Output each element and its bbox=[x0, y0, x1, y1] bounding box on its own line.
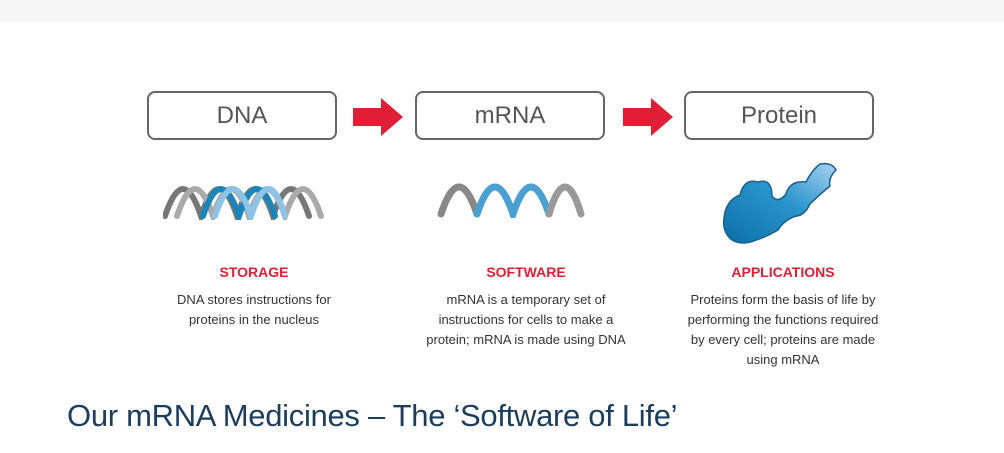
software-description: mRNA is a temporary set of instructions … bbox=[426, 292, 626, 347]
storage-description: DNA stores instructions for proteins in … bbox=[177, 292, 331, 327]
dna-helix-icon bbox=[163, 186, 324, 220]
protein-icon bbox=[722, 162, 837, 244]
protein-box: Protein bbox=[684, 91, 874, 140]
arrow-right-icon bbox=[623, 98, 673, 136]
mrna-strand-icon bbox=[437, 183, 585, 218]
mrna-box: mRNA bbox=[415, 91, 605, 140]
top-bar bbox=[0, 0, 1004, 22]
page-title: Our mRNA Medicines – The ‘Software of Li… bbox=[67, 398, 678, 433]
software-heading: SOFTWARE bbox=[486, 264, 566, 280]
dna-box: DNA bbox=[147, 91, 337, 140]
applications-description: Proteins form the basis of life by perfo… bbox=[687, 292, 879, 367]
storage-heading: STORAGE bbox=[219, 264, 289, 280]
arrow-right-icon bbox=[353, 98, 403, 136]
applications-heading: APPLICATIONS bbox=[731, 264, 835, 280]
